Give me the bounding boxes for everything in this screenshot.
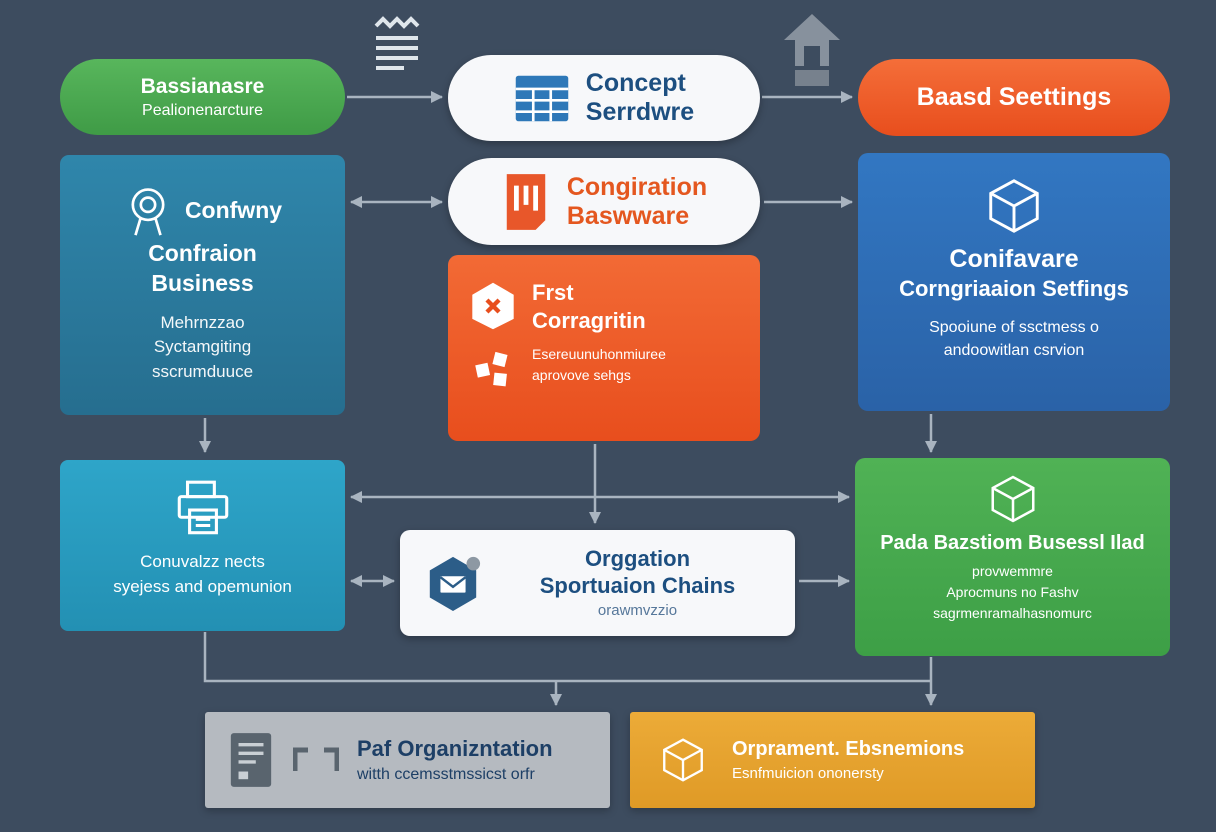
node-title: Orprament. Ebsnemions: [732, 738, 965, 760]
node-title: Bassianasre: [140, 74, 265, 98]
node-subtext-line2: aprovove sehgs: [532, 367, 631, 383]
node-subtitle: Pealionenarcture: [142, 101, 263, 119]
node-subtitle: Baswware: [566, 201, 690, 230]
printer-icon: [170, 476, 236, 542]
node-title: Concept: [585, 69, 686, 98]
node-title-line1: Frst: [532, 280, 574, 305]
hexagon-mark-icon: [470, 281, 516, 331]
node-title-line3: Business: [151, 269, 254, 296]
node-congiration-basware: Congiration Baswware: [448, 158, 760, 245]
house-icon: [781, 10, 843, 92]
node-title-line2: Corragritin: [532, 307, 646, 333]
squares-cluster-icon: [473, 347, 513, 391]
node-title-line1: Orggation: [584, 546, 691, 572]
node-conuvalzz-nects: Conuvalzz nects syejess and opemunion: [60, 460, 345, 631]
node-subtext-line1: Mehrnzzao: [160, 312, 245, 332]
node-subtext: orawmvzzio: [597, 601, 678, 619]
node-paf-organization: Paf Organizntation witth ccemsstmssicst …: [205, 712, 610, 808]
node-subtext: witth ccemsstmssicst orfr: [357, 766, 535, 783]
node-company-business: Confwny Confraion Business Mehrnzzao Syc…: [60, 155, 345, 415]
table-grid-icon: [514, 74, 570, 123]
node-orprament-ebsnemions: Orprament. Ebsnemions Esnfmuicion ononer…: [630, 712, 1035, 808]
node-subtext-line1: Spooiune of ssctmess o: [929, 319, 1099, 336]
node-subtext-line2: andoowitlan csrvion: [943, 342, 1085, 360]
node-text-line2: syejess and opemunion: [113, 576, 292, 596]
node-title-line2: Corngriaaion Setfings: [899, 276, 1129, 301]
bracket-icon: [293, 747, 339, 773]
cube-icon: [983, 175, 1045, 237]
hexagon-mail-icon: [424, 553, 482, 613]
node-title: Baasd Seettings: [916, 83, 1112, 111]
node-title: Pada Bazstiom Busessl Ilad: [880, 532, 1145, 554]
node-first-configuration: Frst Corragritin Esereuunuhonmiuree apro…: [448, 255, 760, 441]
node-title: Congiration: [566, 172, 708, 201]
node-text-line1: Conuvalzz nects: [140, 552, 265, 571]
node-subtext-line2: Syctamgiting: [153, 337, 252, 357]
node-organization-chains: Orggation Sportuaion Chains orawmvzzio: [400, 530, 795, 636]
node-title-line1: Conifavare: [949, 245, 1079, 273]
node-bassianasre: Bassianasre Pealionenarcture: [60, 59, 345, 135]
node-title: Paf Organizntation: [357, 736, 553, 761]
node-subtext: Esnfmuicion ononersty: [732, 765, 884, 782]
node-subtext-line1: Esereuunuhonmiuree: [532, 346, 666, 362]
node-baasd-settings: Baasd Seettings: [858, 59, 1170, 136]
cube-icon: [986, 472, 1040, 526]
node-subtext-line3: sscrumduuce: [151, 362, 254, 382]
node-configuration-settings: Conifavare Corngriaaion Setfings Spooiun…: [858, 153, 1170, 411]
cube-icon: [658, 735, 708, 785]
node-subtext-line2: Aprocmuns no Fashv: [946, 584, 1079, 600]
document-icon: [227, 731, 275, 789]
node-title-line2: Confraion: [148, 240, 257, 266]
node-title-line2: Sportuaion Chains: [539, 572, 736, 598]
node-pada-bazstiom: Pada Bazstiom Busessl Ilad provwemmre Ap…: [855, 458, 1170, 656]
node-concept-serrdwre: Concept Serrdwre: [448, 55, 760, 141]
node-subtitle: Serrdwre: [585, 98, 695, 126]
node-subtext-line3: sagrmenramalhasnomurc: [933, 605, 1092, 621]
award-badge-icon: [123, 183, 173, 239]
document-lines-icon: [368, 14, 426, 76]
node-title-line1: Confwny: [184, 197, 283, 224]
flag-bars-icon: [501, 172, 551, 232]
node-subtext-line1: provwemmre: [972, 563, 1053, 579]
